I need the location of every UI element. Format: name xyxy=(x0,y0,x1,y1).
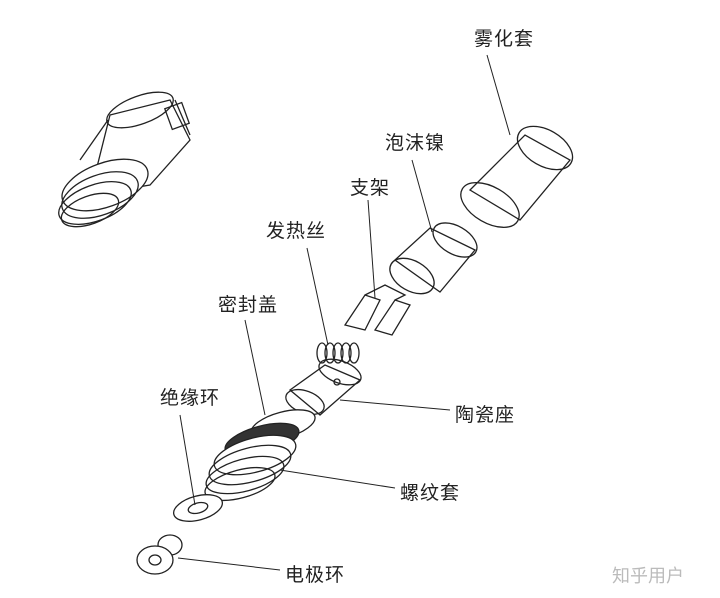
label-threaded-sleeve: 螺纹套 xyxy=(400,482,461,504)
atomizer-sleeve-part xyxy=(460,125,574,228)
label-heating-wire: 发热丝 xyxy=(266,220,327,242)
label-ceramic-base: 陶瓷座 xyxy=(455,404,516,426)
label-insulating-ring: 绝缘环 xyxy=(160,387,221,409)
threaded-sleeve-part xyxy=(204,422,300,502)
label-nickel-foam: 泡沫镍 xyxy=(385,132,446,154)
bracket-part xyxy=(343,284,411,336)
nickel-foam-part xyxy=(389,222,478,295)
watermark: 知乎用户 xyxy=(612,566,684,587)
insulating-ring-part xyxy=(173,494,223,522)
leader-lines xyxy=(177,54,511,571)
label-seal-cap: 密封盖 xyxy=(218,294,279,316)
heating-coil-part xyxy=(316,342,360,364)
ceramic-base-part xyxy=(285,358,362,416)
label-atomizer-sleeve: 雾化套 xyxy=(474,28,535,50)
assembled-atomizer xyxy=(58,91,191,228)
label-bracket: 支架 xyxy=(350,177,391,199)
electrode-ring-part xyxy=(136,534,183,575)
label-electrode-ring: 电极环 xyxy=(285,564,346,586)
